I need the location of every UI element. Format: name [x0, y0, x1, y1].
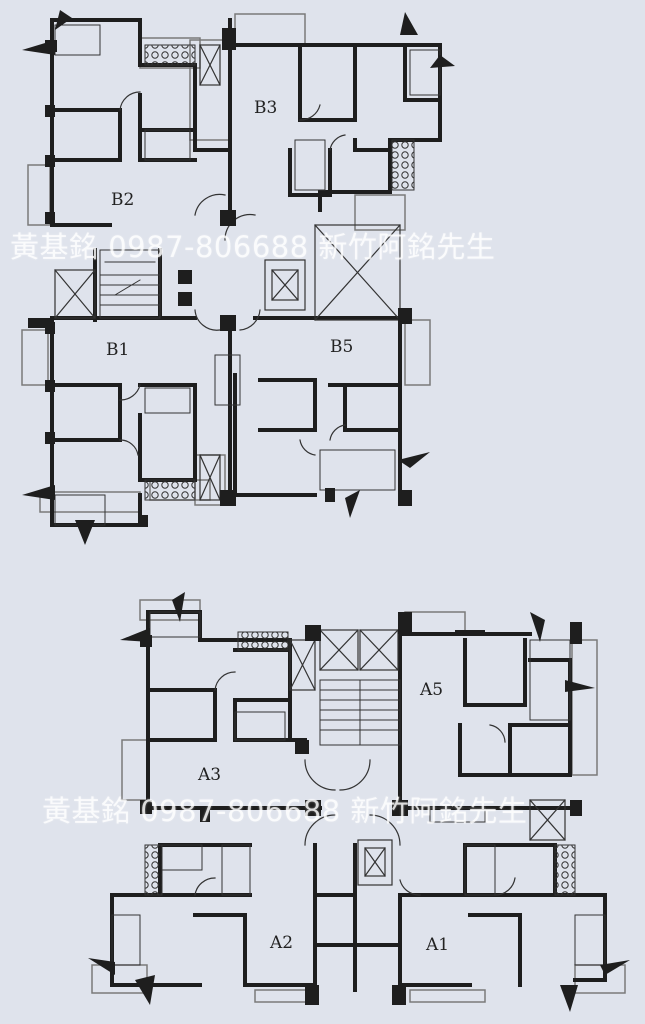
a-elevator [289, 629, 566, 886]
a-walls [110, 610, 607, 1002]
a-columns [140, 612, 582, 1005]
b-elevator [54, 44, 401, 501]
b-stairs [99, 249, 161, 319]
b-planters [144, 44, 415, 501]
unit-labels: B3 B2 B1 B5 A5 A3 A2 A1 [106, 98, 449, 955]
unit-label-b3: B3 [254, 98, 277, 118]
a-planters [144, 631, 576, 896]
unit-label-b2: B2 [111, 190, 134, 210]
unit-label-a3: A3 [197, 765, 221, 785]
building-b [21, 10, 455, 545]
b-balconies [21, 13, 431, 513]
b-walls [50, 18, 442, 527]
b-columns [28, 28, 412, 527]
b-doors [119, 91, 346, 456]
unit-label-a1: A1 [425, 935, 449, 955]
a-fixtures [111, 611, 606, 966]
building-a [88, 592, 630, 1012]
unit-label-b5: B5 [330, 337, 353, 357]
unit-label-a5: A5 [419, 680, 443, 700]
a-doors [194, 671, 516, 896]
a-fins [88, 592, 630, 1012]
b-fins [22, 10, 455, 545]
unit-label-a2: A2 [269, 933, 293, 953]
unit-label-b1: B1 [106, 340, 129, 360]
a-stairs [319, 679, 401, 746]
